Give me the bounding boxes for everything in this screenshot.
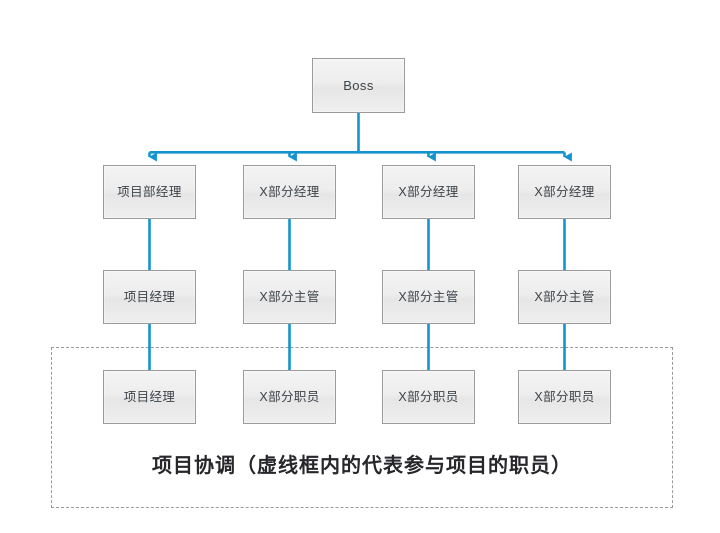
node-label: 项目经理 — [123, 389, 176, 404]
node-label: 项目经理 — [123, 289, 176, 304]
node-boss[interactable]: Boss — [312, 58, 405, 113]
node-label: 项目部经理 — [117, 184, 182, 199]
node-label: X部分经理 — [534, 184, 595, 199]
project-coordination-region — [51, 347, 673, 508]
node-staff-0[interactable]: 项目经理 — [103, 370, 196, 424]
node-staff-1[interactable]: X部分职员 — [243, 370, 336, 424]
node-label: X部分职员 — [398, 389, 459, 404]
node-label: Boss — [343, 78, 374, 93]
node-label: X部分经理 — [398, 184, 459, 199]
node-manager-0[interactable]: 项目部经理 — [103, 165, 196, 219]
node-manager-3[interactable]: X部分经理 — [518, 165, 611, 219]
region-caption: 项目协调（虚线框内的代表参与项目的职员） — [152, 455, 572, 477]
node-label: X部分职员 — [534, 389, 595, 404]
node-supervisor-3[interactable]: X部分主管 — [518, 270, 611, 324]
node-staff-3[interactable]: X部分职员 — [518, 370, 611, 424]
node-label: X部分主管 — [259, 289, 320, 304]
node-label: X部分经理 — [259, 184, 320, 199]
node-staff-2[interactable]: X部分职员 — [382, 370, 475, 424]
node-supervisor-0[interactable]: 项目经理 — [103, 270, 196, 324]
node-label: X部分职员 — [259, 389, 320, 404]
node-supervisor-1[interactable]: X部分主管 — [243, 270, 336, 324]
node-manager-1[interactable]: X部分经理 — [243, 165, 336, 219]
node-manager-2[interactable]: X部分经理 — [382, 165, 475, 219]
node-label: X部分主管 — [398, 289, 459, 304]
node-label: X部分主管 — [534, 289, 595, 304]
node-supervisor-2[interactable]: X部分主管 — [382, 270, 475, 324]
